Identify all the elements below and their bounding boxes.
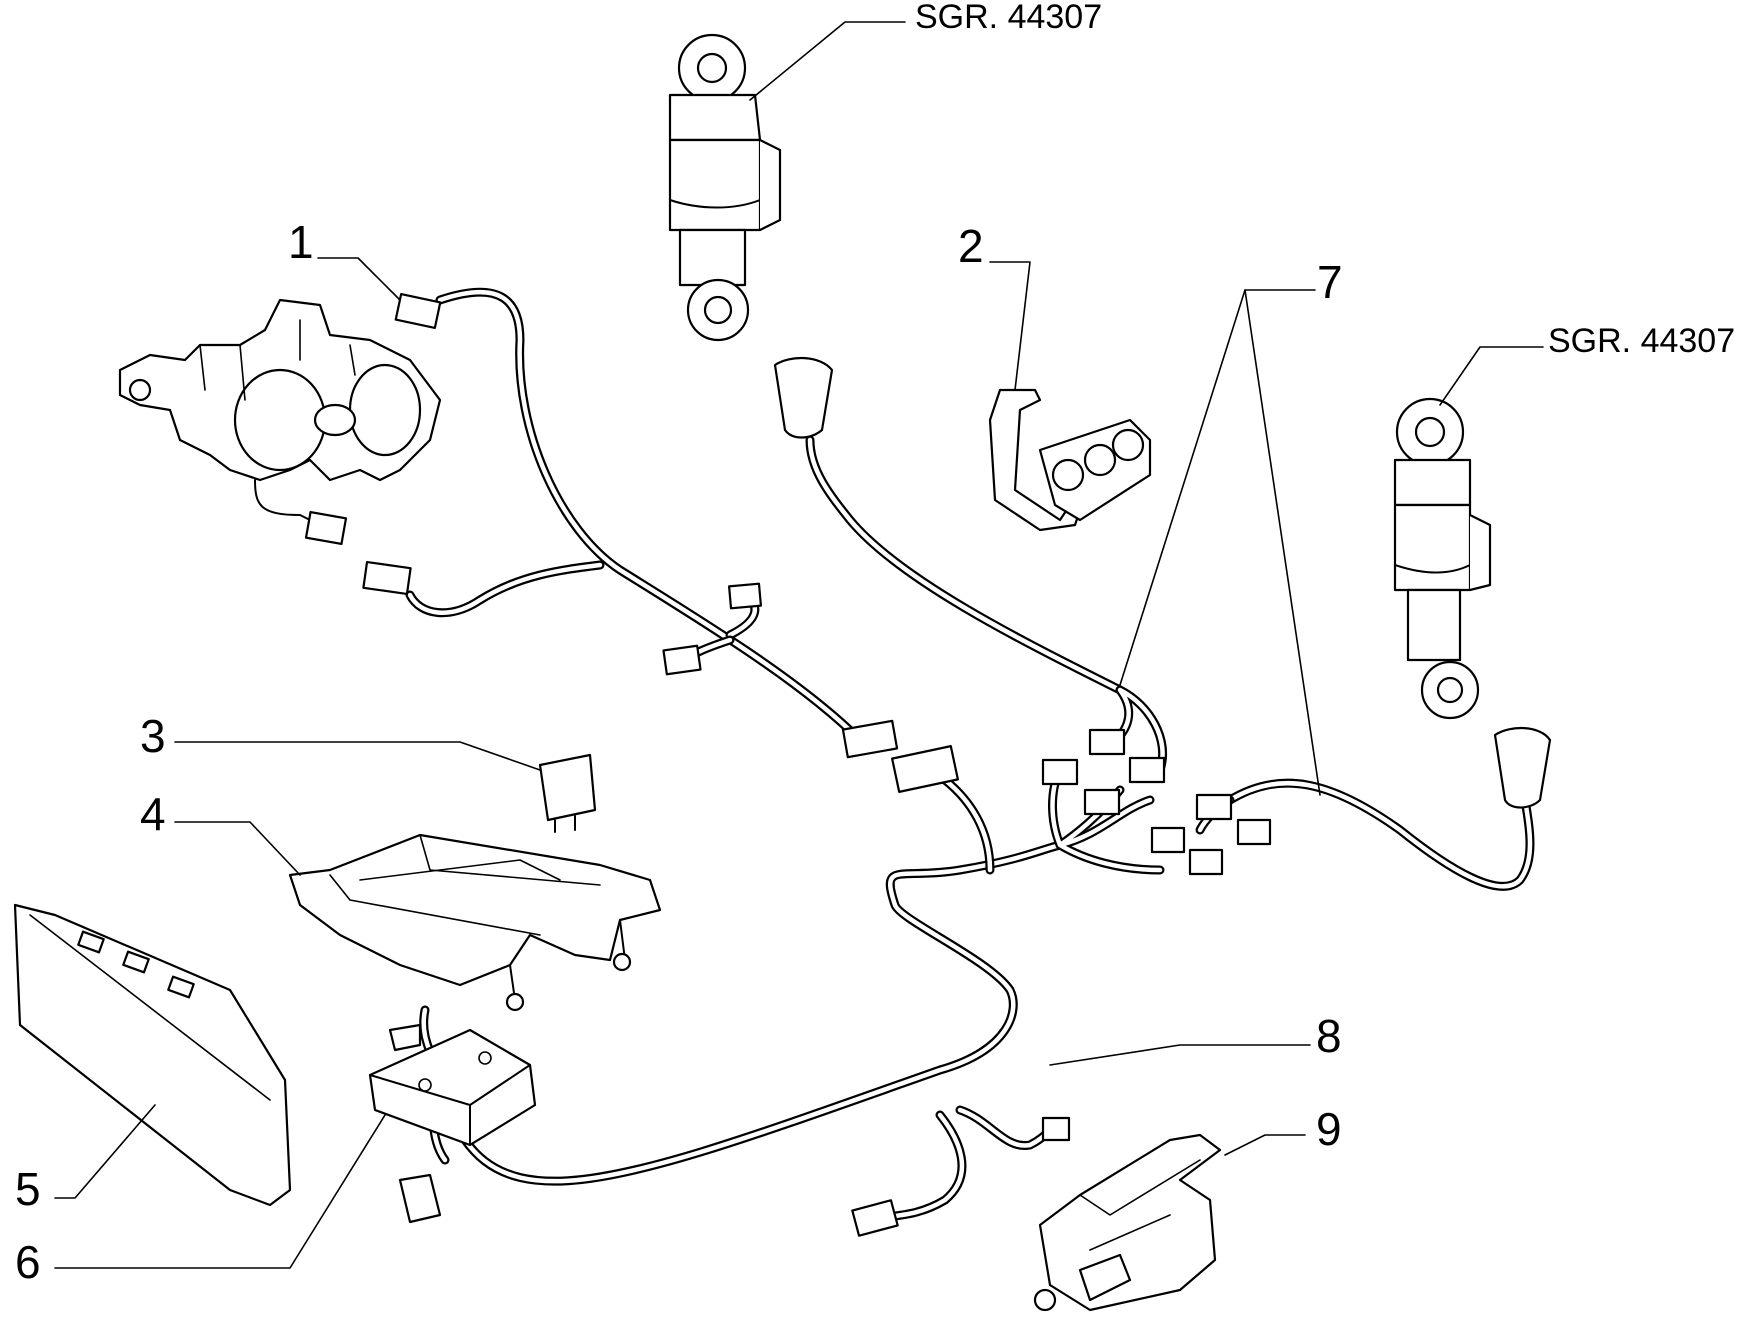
mounting-plate-part-4 [288, 833, 662, 1012]
panel-part-5 [13, 903, 292, 1207]
leader-lines [54, 21, 1544, 1269]
harness-connectors [362, 293, 1552, 1237]
bracket-part-9 [1033, 1133, 1222, 1312]
reference-top: SGR. 44307 [915, 0, 1102, 36]
relay-part-3 [538, 753, 597, 833]
shock-absorber-right [1393, 397, 1492, 720]
callout-9: 9 [1316, 1103, 1342, 1155]
callout-4: 4 [140, 788, 166, 840]
callout-5: 5 [15, 1163, 41, 1215]
bracket-part-2 [988, 388, 1152, 532]
control-unit-part-6 [368, 1023, 537, 1147]
callout-7: 7 [1317, 256, 1343, 308]
callout-1: 1 [288, 216, 314, 268]
callout-6: 6 [15, 1236, 41, 1288]
shock-absorber-top [668, 33, 782, 342]
compressor-motor-assembly [118, 298, 442, 546]
callout-2: 2 [958, 220, 984, 272]
callout-8: 8 [1316, 1010, 1342, 1062]
callout-labels: 1 2 3 4 5 6 7 8 9 SGR. 44307 SGR. 44307 [15, 0, 1735, 1288]
wiring-harness [405, 287, 1535, 1223]
reference-right: SGR. 44307 [1548, 322, 1735, 360]
callout-3: 3 [140, 710, 166, 762]
